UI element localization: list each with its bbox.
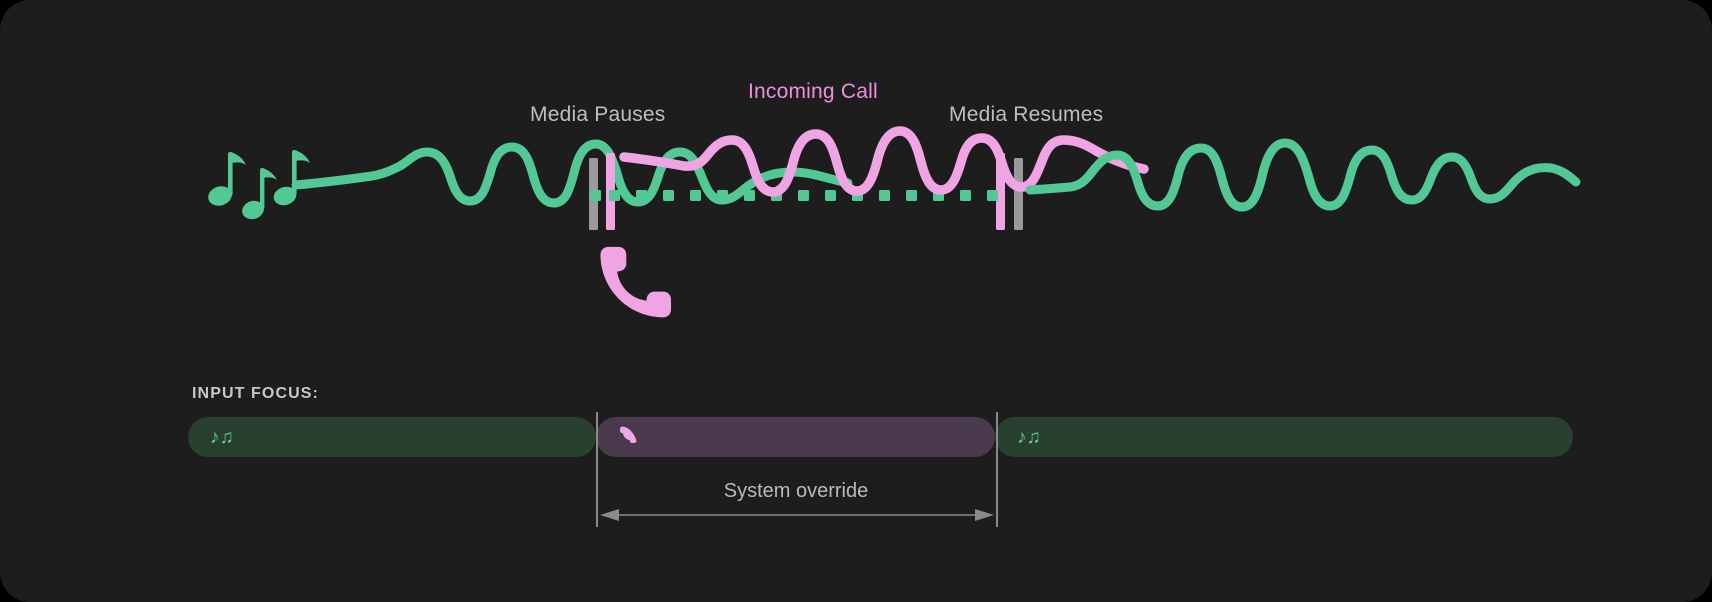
override-arrow-head-left <box>600 509 619 521</box>
phone-handset-icon <box>600 246 671 318</box>
phone-handset-icon <box>618 425 638 449</box>
input-focus-track: ♪♫ ♪♫ <box>188 417 1573 457</box>
override-arrow-head-right <box>975 509 994 521</box>
focus-pill-media-before[interactable]: ♪♫ <box>188 417 596 457</box>
music-notes-icon: ♪♫ <box>210 426 234 448</box>
audio-timeline: Media Pauses Incoming Call Media Resumes <box>208 80 1581 318</box>
input-focus-title: INPUT FOCUS: <box>192 385 319 402</box>
focus-pill-call[interactable] <box>596 417 995 457</box>
resume-marker-gray <box>1014 158 1023 230</box>
call-waveform <box>619 126 1149 197</box>
system-override-label: System override <box>723 480 869 502</box>
focus-pill-media-after[interactable]: ♪♫ <box>995 417 1573 457</box>
media-waveform-before <box>291 139 853 208</box>
media-paused-dotted-line <box>590 190 998 201</box>
music-notes-icon: ♪♫ <box>1017 426 1041 448</box>
media-waveform-after <box>1025 138 1581 212</box>
